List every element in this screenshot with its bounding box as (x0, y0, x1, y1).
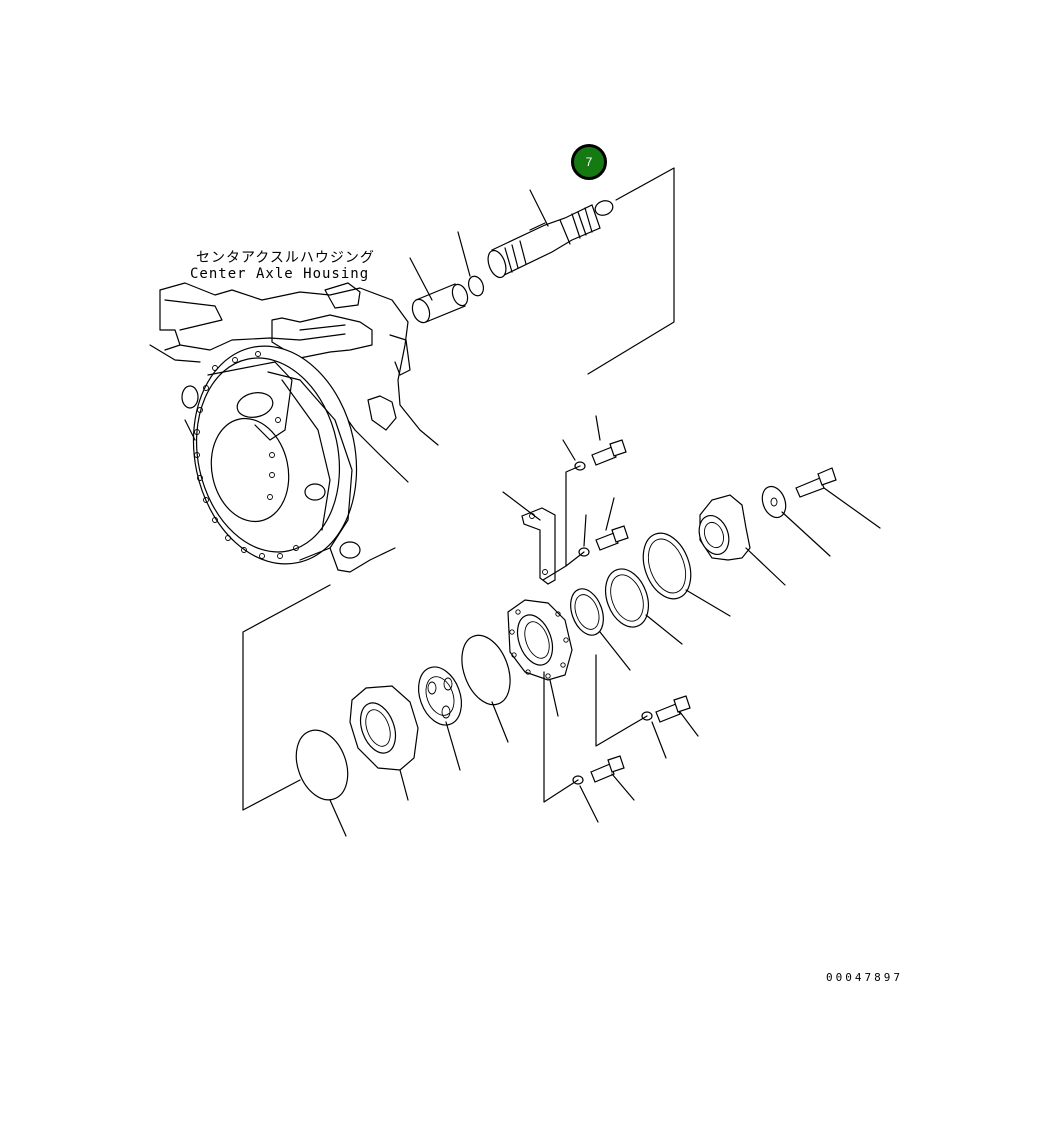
roller-bearing (417, 666, 463, 726)
washer-disc (761, 485, 787, 519)
lower-bolts (572, 695, 691, 785)
o-ring-7 (594, 200, 614, 216)
snap-ring (467, 275, 485, 297)
bushing (411, 283, 469, 324)
leader-lines (184, 167, 881, 837)
flange-bolt-holes (194, 351, 299, 559)
hub-flange (349, 685, 419, 771)
axle-shaft (487, 204, 601, 279)
drawing-number: 00047897 (826, 971, 903, 984)
coupling-yoke (698, 494, 751, 561)
housing-label-japanese: センタアクスルハウジング (196, 250, 375, 266)
o-ring-outer (295, 729, 349, 801)
part-callout-7[interactable]: 7 (571, 144, 607, 180)
housing-label-english: Center Axle Housing (190, 266, 370, 282)
bearing-cage (507, 599, 573, 681)
seal-rings (570, 532, 692, 636)
upper-bolts (574, 439, 837, 557)
o-ring-large (461, 634, 511, 706)
center-axle-housing (149, 282, 439, 573)
